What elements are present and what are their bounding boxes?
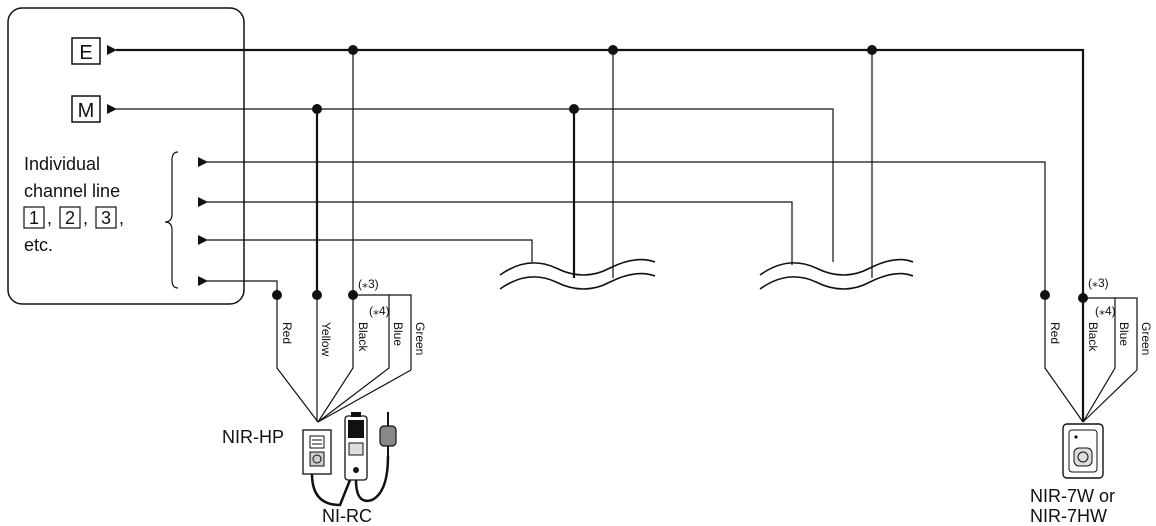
m-junction-1	[312, 104, 322, 114]
right-note-3: (⁎3)	[1088, 276, 1109, 290]
device-nir-7hw-label: NIR-7HW	[1030, 506, 1107, 526]
e-junction-2	[608, 45, 618, 55]
channel-num-3: 3	[101, 208, 111, 228]
right-wire-red	[1044, 295, 1084, 423]
left-wire-red	[276, 295, 319, 423]
channel-text-3: etc.	[24, 235, 53, 255]
left-wire-black	[317, 295, 354, 423]
channel-line-2	[198, 197, 793, 265]
right-wire-label-black: Black	[1086, 322, 1100, 352]
terminal-e-label: E	[79, 42, 92, 64]
left-wire-label-black: Black	[356, 322, 370, 352]
right-wire-label-red: Red	[1048, 322, 1062, 344]
left-wire-label-blue: Blue	[391, 322, 405, 346]
left-wire-blue	[317, 320, 390, 423]
channel-text-1: Individual	[24, 154, 100, 174]
right-wire-label-green: Green	[1139, 322, 1153, 355]
e-bus-wire	[107, 45, 1085, 298]
terminal-m-box	[71, 95, 101, 123]
right-note-4: (⁎4)	[1095, 304, 1116, 318]
channel-line-1	[198, 157, 1046, 295]
comma-3: ,	[119, 208, 124, 228]
channel-line-3	[198, 235, 533, 262]
terminal-m-label: M	[78, 100, 95, 122]
channel-num-1: 1	[29, 208, 39, 228]
device-ni-rc-label: NI-RC	[322, 506, 372, 526]
e-junction-1	[348, 45, 358, 55]
left-note-3: (⁎3)	[358, 277, 379, 291]
comma-1: ,	[47, 208, 52, 228]
wire-break-symbol-1	[499, 258, 656, 290]
left-green-branch	[389, 294, 412, 370]
control-panel-box	[7, 7, 245, 305]
ni-rc-cord	[310, 455, 390, 507]
right-wire-green	[1082, 369, 1138, 423]
channel-num-3-box	[95, 206, 117, 229]
left-wire-label-green: Green	[413, 322, 427, 355]
left-wire-label-red: Red	[280, 322, 294, 344]
left-note-4: (⁎4)	[369, 304, 390, 318]
left-wire-green	[317, 369, 412, 423]
nir-hp-device-icon	[302, 429, 332, 475]
e-junction-3	[867, 45, 877, 55]
channel-num-2-box	[59, 206, 81, 229]
left-wire-label-yellow: Yellow	[319, 322, 333, 357]
ni-rc-device-icon	[344, 412, 368, 481]
m-junction-2	[569, 104, 579, 114]
channel-text-2: channel line	[24, 181, 120, 201]
channel-num-1-box	[23, 206, 45, 229]
channel-brace	[164, 151, 179, 289]
nir-7w-device-icon	[1062, 423, 1104, 479]
channel-num-2: 2	[65, 208, 75, 228]
device-nir-7w-label: NIR-7W or	[1030, 486, 1115, 506]
ni-rc-plug-icon	[379, 412, 397, 456]
wire-break-symbol-2	[759, 258, 914, 290]
right-green-branch	[1115, 297, 1138, 370]
right-wire-blue	[1082, 318, 1116, 423]
device-nir-hp-label: NIR-HP	[222, 427, 284, 447]
channel-line-4	[198, 276, 278, 295]
m-bus-wire	[107, 104, 834, 262]
right-wire-label-blue: Blue	[1117, 322, 1131, 346]
comma-2: ,	[83, 208, 88, 228]
terminal-e-box	[71, 37, 101, 65]
